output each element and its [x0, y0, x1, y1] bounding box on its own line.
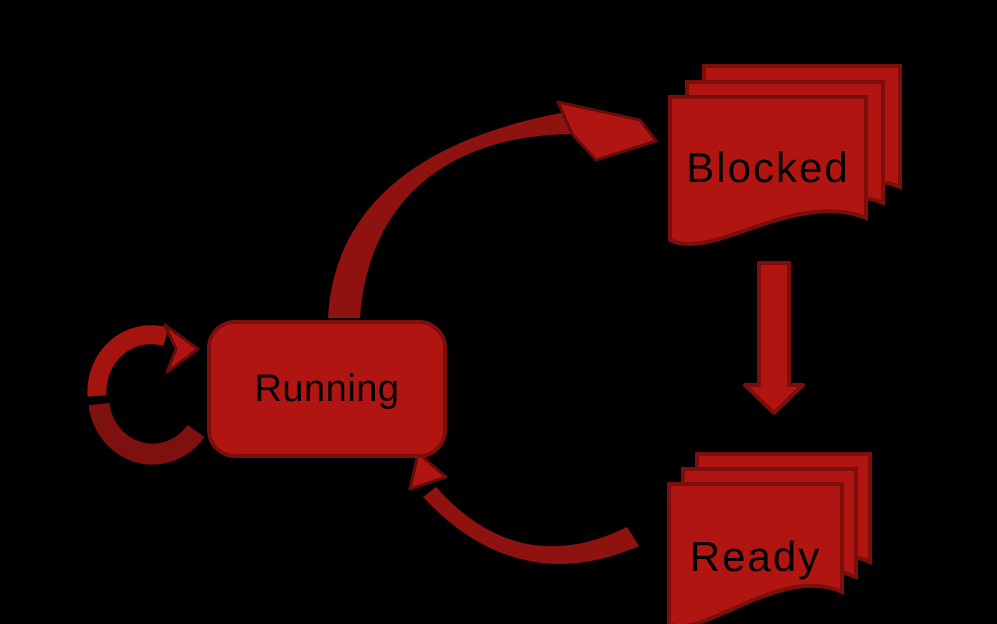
self-loop-bottom-band — [88, 402, 205, 465]
document-page-front — [667, 482, 844, 624]
state-ready-label: Ready — [689, 533, 822, 580]
down-arrow — [743, 261, 805, 415]
arrowhead-icon — [556, 100, 658, 162]
curved-ribbon — [423, 487, 639, 564]
self-loop-arrowhead-icon — [163, 323, 200, 374]
ready-stack — [667, 452, 872, 624]
state-running-label: Running — [254, 367, 400, 410]
self-loop-arrow — [87, 323, 205, 465]
arrow-running-to-blocked — [328, 100, 658, 318]
self-loop-top-arc — [87, 325, 169, 397]
document-page-front — [668, 95, 868, 246]
arrow-blocked-to-ready — [743, 261, 805, 415]
state-running: Running — [207, 320, 447, 458]
curved-ribbon — [328, 112, 572, 318]
arrow-ready-to-running — [408, 451, 639, 564]
blocked-stack — [668, 64, 902, 246]
state-blocked-label: Blocked — [686, 144, 850, 191]
arrowhead-icon — [408, 451, 448, 491]
